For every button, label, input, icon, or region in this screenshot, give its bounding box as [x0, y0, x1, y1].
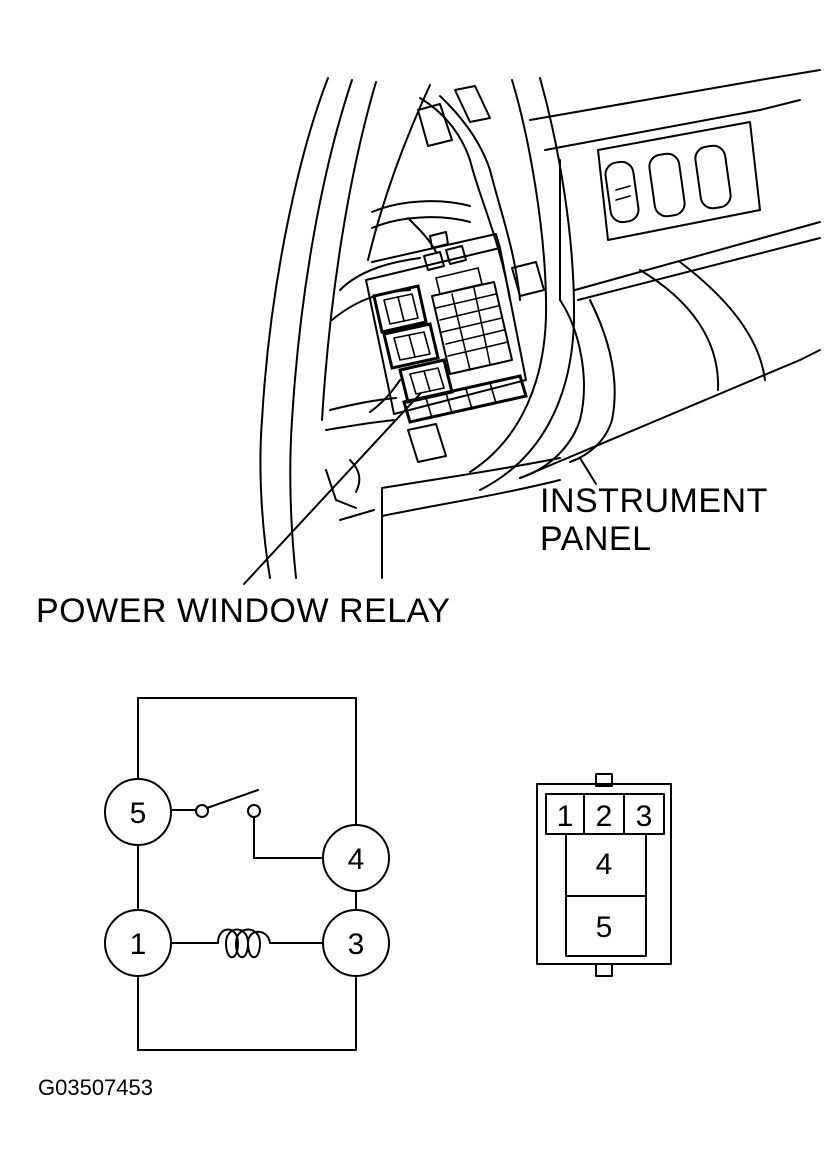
- connector-cell-4: 4: [596, 848, 613, 881]
- pin-5: 5: [104, 778, 172, 846]
- pin-4-label: 4: [348, 843, 365, 876]
- switch-contact: [171, 789, 323, 859]
- pin-5-label: 5: [130, 797, 147, 830]
- relay-coil: [171, 928, 323, 959]
- vehicle-interior-illustration: [243, 69, 821, 585]
- small-relay-row: [402, 374, 528, 424]
- relay-connector-view: 1 2 3 4 5: [536, 773, 672, 977]
- relay-box: [365, 231, 528, 424]
- instrument-panel-label-line2: PANEL: [540, 520, 651, 558]
- relay-module: [382, 322, 440, 370]
- panel-leader-line: [579, 457, 597, 485]
- figure-code: G03507453: [38, 1075, 153, 1100]
- pin-3-label: 3: [348, 928, 365, 961]
- relay-module: [372, 284, 428, 334]
- connector-cell-1: 1: [557, 800, 574, 833]
- pin-1: 1: [104, 909, 172, 977]
- air-vent-group: [597, 121, 761, 241]
- connector-cell-2: 2: [596, 800, 613, 833]
- pin-1-label: 1: [130, 928, 147, 961]
- pin-3: 3: [322, 909, 390, 977]
- relay-schematic: 5 4 1 3: [104, 697, 390, 1051]
- fuse-block: [431, 267, 513, 375]
- relay-leader-line: [243, 393, 421, 585]
- pin-4: 4: [322, 824, 390, 892]
- instrument-panel-label-line1: INSTRUMENT: [540, 482, 768, 520]
- connector-cell-5: 5: [596, 911, 613, 944]
- connector-cell-3: 3: [636, 800, 653, 833]
- power-window-relay-label: POWER WINDOW RELAY: [36, 592, 451, 630]
